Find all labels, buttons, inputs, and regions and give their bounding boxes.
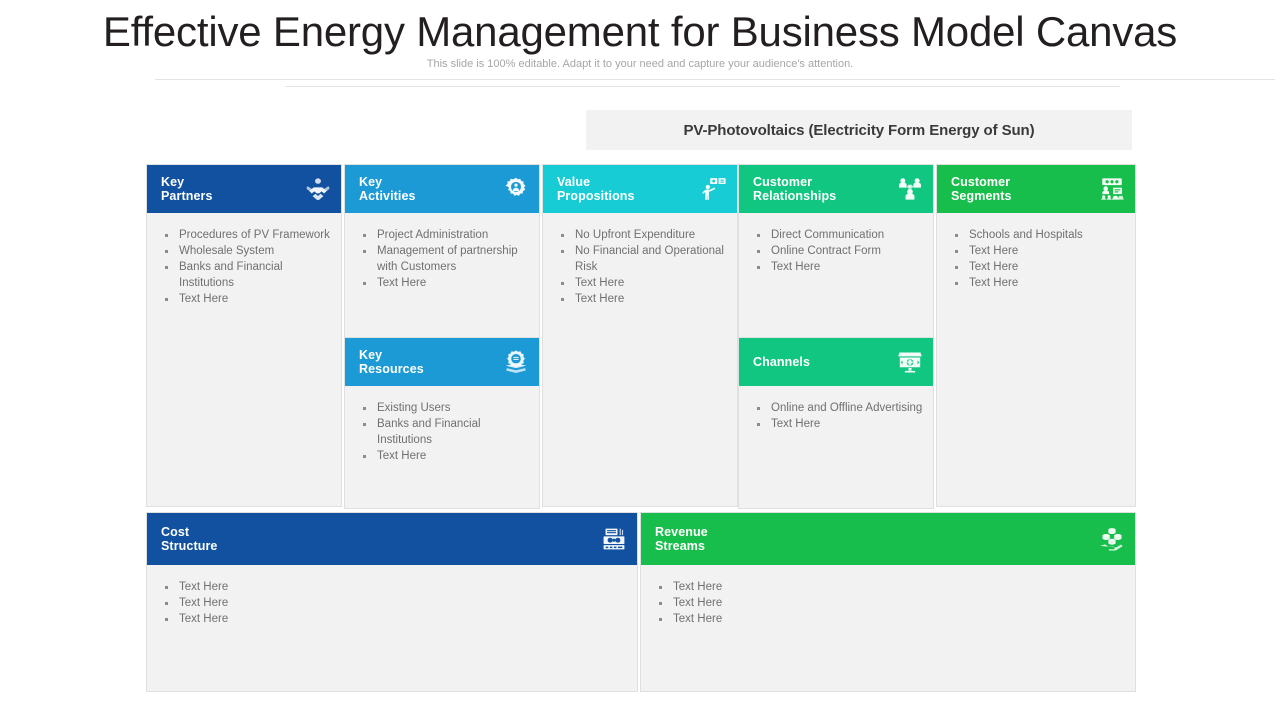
list-item: Text Here [361, 448, 529, 464]
list-item: Project Administration [361, 227, 529, 243]
cash-register-icon [601, 526, 627, 552]
list-item: Direct Communication [755, 227, 923, 243]
list-item: Procedures of PV Framework [163, 227, 331, 243]
header-title-line1: Customer [753, 175, 813, 189]
list-item: Text Here [559, 275, 727, 291]
list-item: Text Here [163, 595, 627, 611]
divider-top [155, 79, 1275, 80]
people-group-icon [897, 176, 923, 202]
header-key-activities: Key Activities [345, 165, 539, 213]
list-item: Online Contract Form [755, 243, 923, 259]
list-item: Text Here [163, 291, 331, 307]
hand-coins-icon [1099, 526, 1125, 552]
list-item: Text Here [953, 275, 1125, 291]
handshake-icon [305, 176, 331, 202]
audience-icon [1099, 176, 1125, 202]
page-title: Effective Energy Management for Business… [102, 8, 1178, 55]
list-item: Management of partnership with Customers [361, 243, 529, 275]
header-title-line1: Customer [951, 175, 1011, 189]
presenter-board-icon [701, 176, 727, 202]
gear-people-icon [503, 176, 529, 202]
list-item: Text Here [657, 579, 1125, 595]
list-item: Text Here [361, 275, 529, 291]
header-title-line2: Streams [655, 539, 706, 553]
header-title-line1: Channels [753, 355, 811, 369]
list-item: Banks and Financial Institutions [361, 416, 529, 448]
header-title-line1: Key [359, 175, 383, 189]
canvas-column-value-propositions[interactable]: Value Propositions No Upfront Expenditur… [542, 164, 738, 507]
list-item: No Financial and Operational Risk [559, 243, 727, 275]
header-value-propositions: Value Propositions [543, 165, 737, 213]
header-customer-segments: Customer Segments [937, 165, 1135, 213]
header-title-line2: Activities [359, 189, 416, 203]
header-title-line1: Key [161, 175, 185, 189]
header-cost-structure: Cost Structure [147, 513, 637, 565]
storefront-globe-icon [897, 349, 923, 375]
canvas-column-customer-relationships[interactable]: Customer Relationships Direct Communicat… [738, 164, 934, 509]
list-item: Wholesale System [163, 243, 331, 259]
header-key-resources: Key Resources [345, 338, 539, 386]
header-title-line2: Structure [161, 539, 218, 553]
header-title-line1: Value [557, 175, 591, 189]
header-channels: Channels [739, 338, 933, 386]
list-item: Text Here [657, 611, 1125, 627]
header-title-line2: Resources [359, 362, 424, 376]
list-item: No Upfront Expenditure [559, 227, 727, 243]
header-customer-relationships: Customer Relationships [739, 165, 933, 213]
list-item: Text Here [163, 579, 627, 595]
list-item: Text Here [755, 259, 923, 275]
list-item: Text Here [163, 611, 627, 627]
list-item: Schools and Hospitals [953, 227, 1125, 243]
page-subtitle: This slide is 100% editable. Adapt it to… [426, 58, 854, 70]
list-item: Online and Offline Advertising [755, 400, 923, 416]
list-item: Banks and Financial Institutions [163, 259, 331, 291]
list-item: Text Here [755, 416, 923, 432]
header-title-line2: Segments [951, 189, 1012, 203]
list-item: Text Here [559, 291, 727, 307]
divider-bottom [285, 86, 1120, 87]
header-title-line1: Key [359, 348, 383, 362]
book-badge-icon [503, 349, 529, 375]
list-item: Text Here [657, 595, 1125, 611]
list-item: Text Here [953, 243, 1125, 259]
header-key-partners: Key Partners [147, 165, 341, 213]
header-title-line1: Revenue [655, 525, 708, 539]
header-title-line2: Partners [161, 189, 213, 203]
list-item: Text Here [953, 259, 1125, 275]
header-title-line1: Cost [161, 525, 190, 539]
header-title-line2: Relationships [753, 189, 837, 203]
header-title-line2: Propositions [557, 189, 635, 203]
list-item: Existing Users [361, 400, 529, 416]
header-revenue-streams: Revenue Streams [641, 513, 1135, 565]
pv-banner: PV-Photovoltaics (Electricity Form Energ… [586, 110, 1132, 150]
